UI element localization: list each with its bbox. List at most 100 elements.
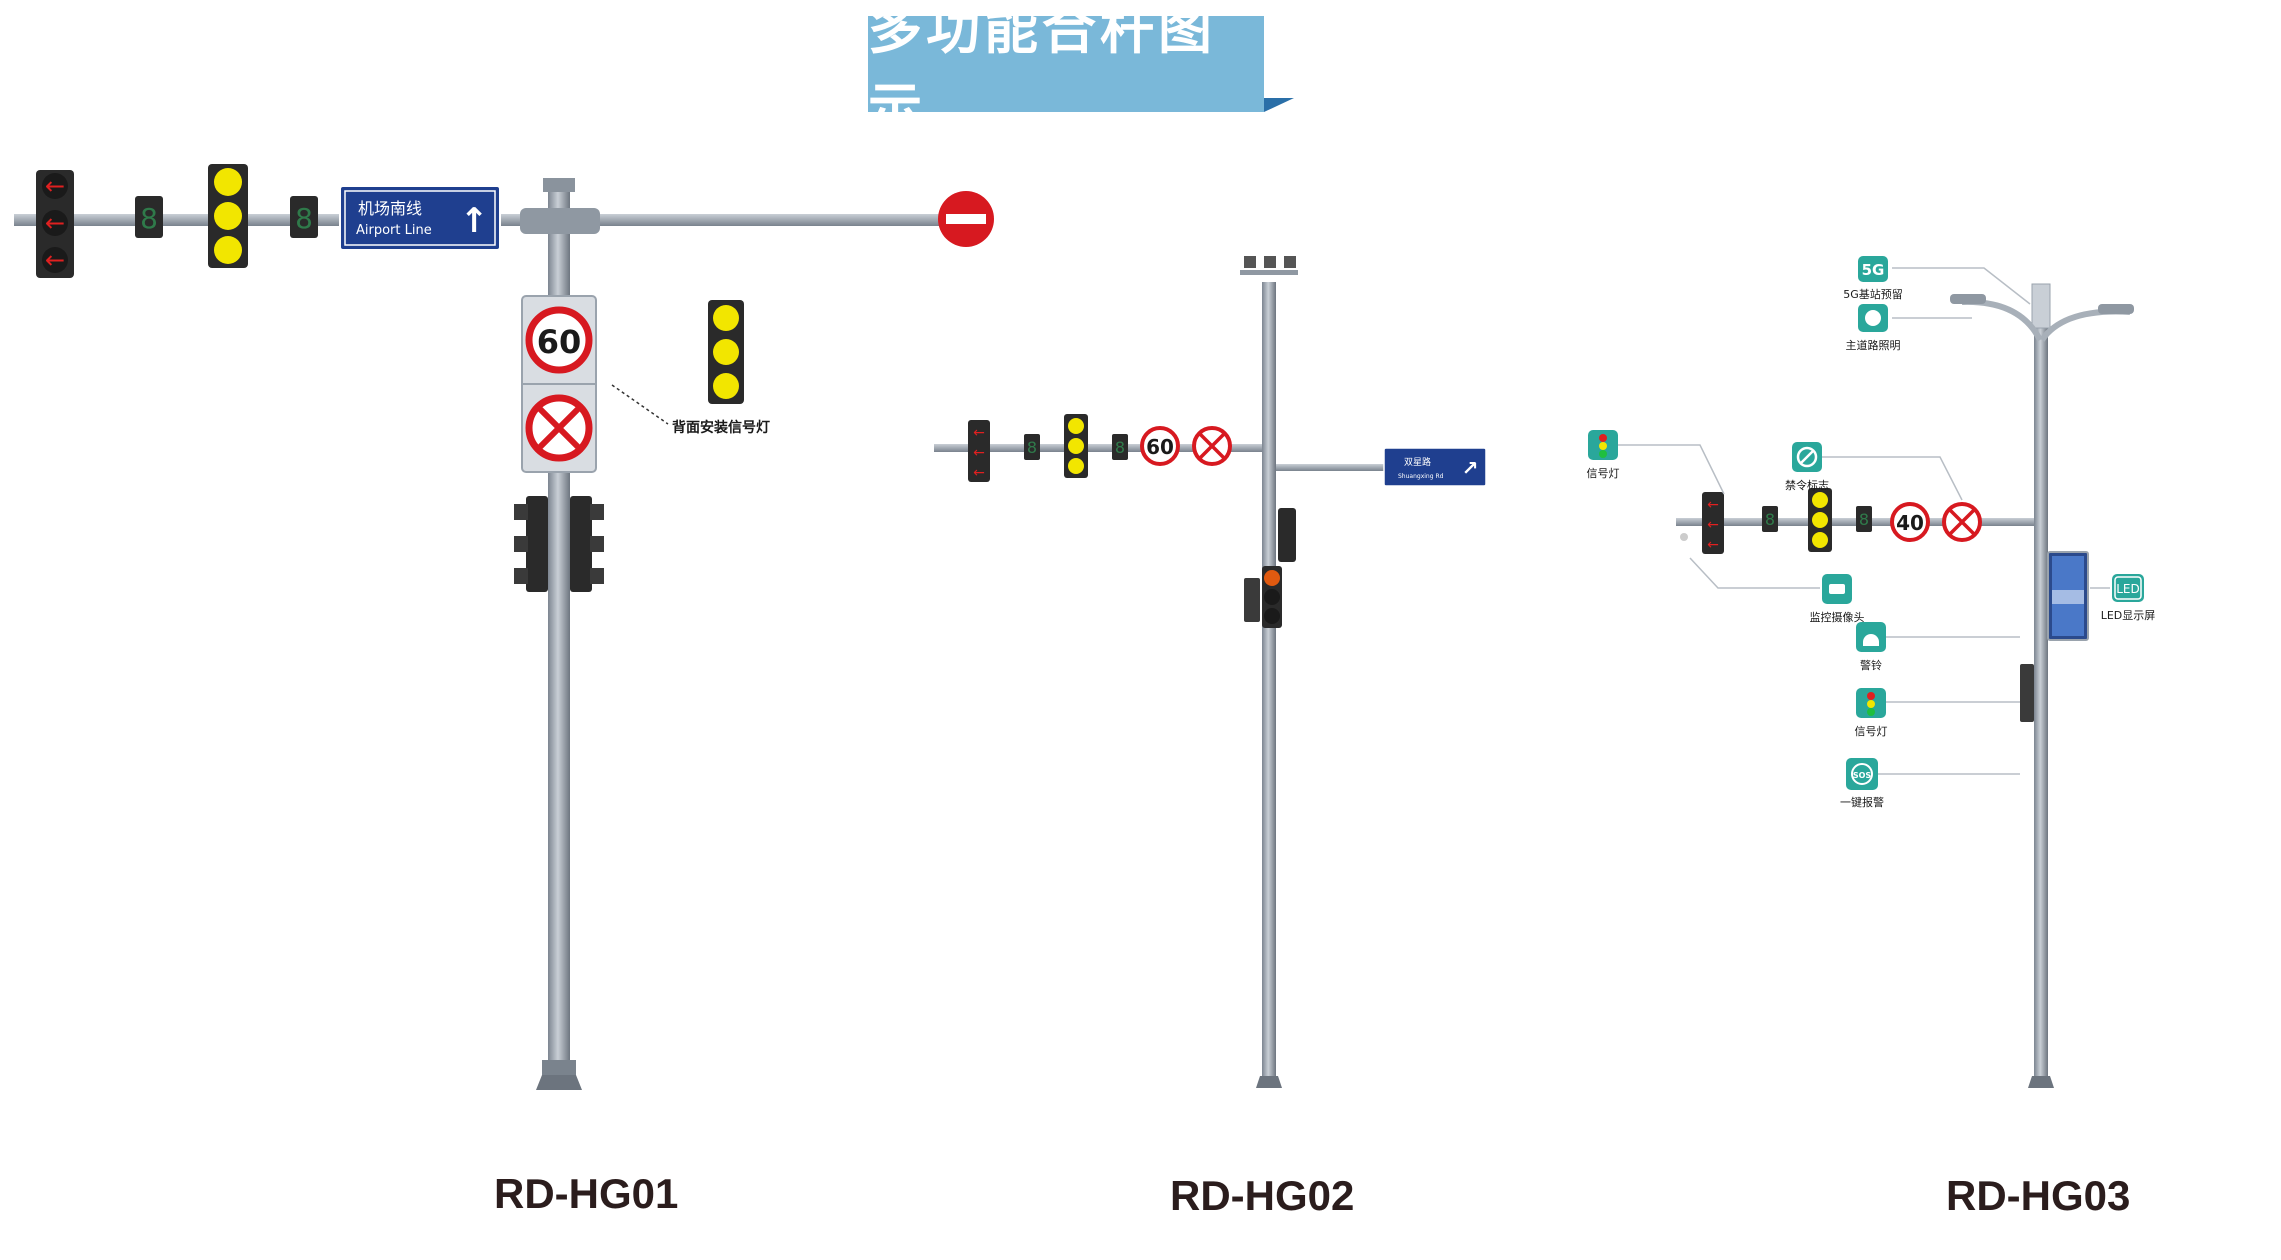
red-arrow-icon: ← (973, 465, 985, 481)
red-arrow-icon: ← (45, 209, 65, 237)
callout-label: 一键报警 (1840, 795, 1884, 809)
pole-2-group: ← ← ← 8 8 60 双星路 Shua (934, 256, 1487, 1088)
pole-1-arm-clamp (520, 208, 600, 234)
red-arrow-icon: ← (1707, 497, 1719, 513)
pole-3-speed-limit-sign: 40 (1890, 502, 1930, 542)
pole-2-arrow-signal: ← ← ← (968, 420, 990, 482)
pole-3-group: ← ← ← 8 8 40 (1587, 256, 2156, 1088)
pole-3-countdown-a: 8 (1762, 506, 1778, 532)
street-sign-cn: 机场南线 (358, 199, 422, 218)
pole-2-street-sign: 双星路 Shuangxing Rd ↗ (1383, 447, 1487, 487)
pole-3-countdown-b: 8 (1856, 506, 1872, 532)
pole-1-no-entry-sign (938, 191, 994, 247)
pole-3-arrow-signal: ← ← ← (1702, 492, 1724, 554)
callout-label: 信号灯 (1855, 725, 1888, 738)
camera-icon (1264, 256, 1276, 268)
pole-2-mast (1262, 282, 1276, 1082)
callout-label: 5G基站预留 (1843, 287, 1903, 301)
pole-1-street-sign: 机场南线 Airport Line ↑ (339, 185, 501, 251)
pole-2-countdown-b: 8 (1112, 434, 1128, 460)
5g-icon (1858, 256, 1888, 282)
sos-icon (1846, 758, 1878, 790)
speed-limit-text: 60 (537, 323, 582, 361)
camera-icon (1284, 256, 1296, 268)
led-icon-text: LED (2116, 582, 2140, 596)
pole-1-countdown-b: 8 (290, 196, 318, 238)
callout-label: 监控摄像头 (1810, 610, 1865, 624)
callout-led-screen: LED LED显示屏 (2101, 574, 2156, 622)
up-arrow-icon: ↑ (460, 201, 489, 241)
pole-2-camera-bar (1240, 270, 1298, 275)
callout-label: LED显示屏 (2101, 609, 2156, 622)
pole-3-yellow-signal (1808, 488, 1832, 552)
pole-2-yellow-signal (1064, 414, 1088, 478)
street-sign-en: Shuangxing Rd (1398, 473, 1444, 480)
callout-road-light: 主道路照明 (1846, 304, 1901, 352)
street-sign-en: Airport Line (356, 223, 432, 238)
pole-1-sign-panel: 60 (521, 295, 597, 473)
callout-signal-light-top: 信号灯 (1587, 430, 1620, 480)
pole-2-arm (934, 444, 1264, 452)
5g-icon-text: 5G (1862, 261, 1885, 279)
pole-2-foot (1256, 1076, 1282, 1088)
pole-3-no-stopping-sign (1942, 502, 1982, 542)
countdown-digit: 8 (1115, 438, 1125, 457)
red-arrow-icon: ← (1707, 517, 1719, 533)
pole-1-cap (543, 178, 575, 192)
pole-3-mast (2034, 320, 2048, 1085)
pole-2-pedestrian-signal (1278, 508, 1296, 562)
camera-icon (1244, 256, 1256, 268)
pole-3-foot (2028, 1076, 2054, 1088)
annotation-label: 背面安装信号灯 (672, 419, 770, 436)
red-arrow-icon: ← (1707, 537, 1719, 553)
lamp-head-icon (1950, 294, 1986, 304)
callout-label: 警铃 (1860, 658, 1882, 672)
countdown-digit: 8 (1765, 510, 1775, 529)
callout-prohibition-sign: 禁令标志 (1785, 442, 1829, 492)
callout-label: 主道路照明 (1846, 338, 1901, 352)
pole-2-no-stopping-sign (1192, 426, 1232, 466)
pole-1-arrow-signal: ← ← ← (36, 170, 74, 278)
pole-2-countdown-a: 8 (1024, 434, 1040, 460)
pole-3-lamp-arm-right (2039, 308, 2131, 342)
pole-3-lamp-arm-left (1961, 298, 2043, 342)
pole-2-side-arm (1268, 464, 1388, 471)
pole-1-group: ← ← ← 8 8 机场南线 Airport Line ↑ (14, 164, 994, 1090)
pole-1-countdown-a: 8 (135, 196, 163, 238)
speed-limit-text: 60 (1146, 435, 1174, 459)
model-label-1: RD-HG01 (494, 1170, 679, 1217)
callout-sos: SOS 一键报警 (1840, 758, 1884, 809)
model-label-3: RD-HG03 (1946, 1172, 2131, 1219)
callout-5g-base-station: 5G 5G基站预留 (1843, 256, 1903, 301)
pole-3-5g-module (2031, 283, 2051, 329)
callout-siren: 警铃 (1856, 622, 1886, 672)
callout-label: 禁令标志 (1785, 478, 1829, 492)
countdown-digit: 8 (1859, 510, 1869, 529)
red-arrow-icon: ← (973, 425, 985, 441)
red-arrow-icon: ← (45, 172, 65, 200)
diagonal-arrow-icon: ↗ (1462, 456, 1479, 480)
lamp-head-icon (2098, 304, 2134, 314)
pole-3-mast-signal (2020, 664, 2034, 722)
callout-camera: 监控摄像头 (1810, 574, 1865, 624)
speed-limit-text: 40 (1896, 511, 1924, 535)
pole-1-back-signals (514, 496, 604, 592)
pole-3-callout-lines (1618, 267, 2110, 775)
sos-icon-text: SOS (1853, 771, 1872, 780)
callout-label: 信号灯 (1587, 467, 1620, 480)
countdown-digit: 8 (140, 202, 158, 235)
model-label-2: RD-HG02 (1170, 1172, 1355, 1219)
red-arrow-icon: ← (45, 246, 65, 274)
pole-1-foot (536, 1075, 582, 1090)
countdown-digit: 8 (295, 202, 313, 235)
page-title: 多功能合杆图示 (868, 0, 1216, 140)
pole-3-led-screen (2047, 551, 2089, 641)
callout-signal-light: 信号灯 (1855, 688, 1888, 738)
page-title-box: 多功能合杆图示 (868, 0, 1264, 140)
countdown-digit: 8 (1027, 438, 1037, 457)
red-arrow-icon: ← (973, 445, 985, 461)
pole-2-vehicle-signal (1244, 566, 1282, 628)
pole-1-rear-signal-callout: 背面安装信号灯 (611, 300, 770, 436)
street-sign-cn: 双星路 (1404, 456, 1431, 468)
